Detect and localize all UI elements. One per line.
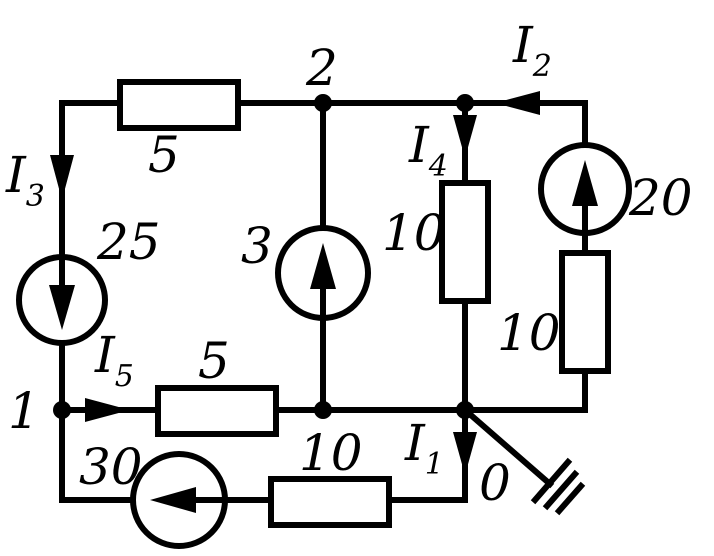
arrow-i2: [495, 91, 540, 115]
source-bottom-value: 30: [79, 438, 143, 496]
current-label-i1: I1: [404, 414, 444, 482]
source-left: [16, 254, 108, 346]
ground-bar-2: [542, 469, 580, 511]
ground-wire: [460, 405, 555, 489]
ground-bar-3: [554, 481, 586, 516]
resistor-middle-value: 5: [198, 332, 230, 390]
resistor-middle: [155, 385, 279, 437]
resistor-top-value: 5: [148, 126, 180, 184]
source-left-value: 25: [96, 213, 161, 271]
source-bottom: [130, 451, 228, 549]
node-dot-1: [53, 401, 71, 419]
source-right: [538, 142, 632, 236]
ground-bar-1: [530, 457, 573, 505]
current-label-i4: I4: [408, 116, 448, 184]
resistor-mid-right-value: 10: [382, 204, 446, 262]
current-label-i5: I5: [94, 326, 134, 394]
source-right-value: 20: [628, 169, 693, 227]
node-dot-top-right: [456, 94, 474, 112]
node-label-2: 2: [305, 39, 338, 97]
source-center: [275, 225, 371, 321]
current-label-i3: I3: [5, 146, 45, 214]
node-label-1: 1: [8, 382, 40, 440]
arrow-i3: [50, 155, 74, 200]
resistor-bottom-value: 10: [299, 424, 363, 482]
node-label-0: 0: [479, 454, 511, 512]
current-label-i2: I2: [512, 16, 552, 84]
arrow-i4: [453, 115, 477, 158]
resistor-far-right-value: 10: [497, 304, 561, 362]
node-dot-2: [314, 94, 332, 112]
resistor-mid-right: [439, 180, 491, 304]
resistor-top: [117, 79, 241, 131]
node-dot-0: [456, 401, 474, 419]
resistor-bottom: [268, 476, 392, 528]
arrow-i1: [453, 432, 477, 475]
source-center-value: 3: [241, 217, 273, 275]
arrow-i5: [85, 398, 130, 422]
resistor-far-right: [559, 250, 611, 374]
node-dot-center-bottom: [314, 401, 332, 419]
